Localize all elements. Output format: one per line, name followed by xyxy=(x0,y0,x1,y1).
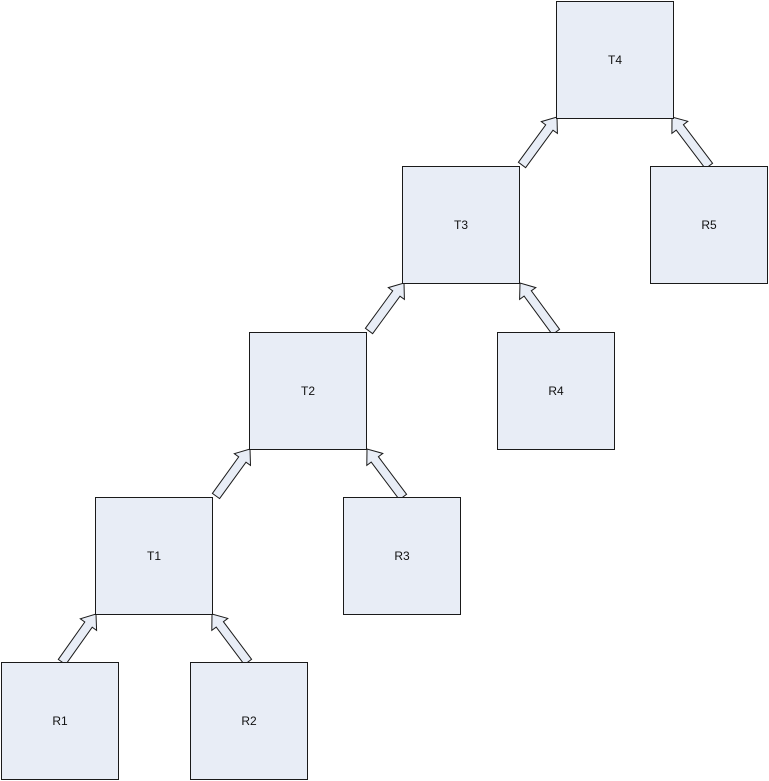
node-label-t3: T3 xyxy=(454,218,468,232)
arrow-r1-to-t1 xyxy=(57,613,98,666)
node-t4: T4 xyxy=(556,1,674,119)
node-t3: T3 xyxy=(402,166,520,284)
node-box-t4 xyxy=(556,1,674,119)
arrow-r5-to-t4 xyxy=(671,116,714,170)
node-box-r5 xyxy=(650,166,768,284)
node-box-t1 xyxy=(95,497,213,615)
node-label-r4: R4 xyxy=(548,384,564,398)
node-r4: R4 xyxy=(497,332,615,450)
node-box-r2 xyxy=(190,662,308,780)
node-box-t2 xyxy=(249,332,367,450)
node-box-r1 xyxy=(1,662,119,780)
arrow-t2-to-t3 xyxy=(364,282,405,335)
node-t2: T2 xyxy=(249,332,367,450)
edges-layer xyxy=(57,116,714,666)
arrow-r4-to-t3 xyxy=(519,282,561,336)
node-label-r5: R5 xyxy=(701,218,717,232)
node-box-r4 xyxy=(497,332,615,450)
arrow-r2-to-t1 xyxy=(211,613,253,666)
node-r1: R1 xyxy=(1,662,119,780)
node-label-r1: R1 xyxy=(52,714,68,728)
node-label-r3: R3 xyxy=(394,549,410,563)
arrow-t3-to-t4 xyxy=(517,116,558,169)
node-label-t2: T2 xyxy=(301,384,315,398)
node-label-t1: T1 xyxy=(147,549,161,563)
node-r2: R2 xyxy=(190,662,308,780)
node-label-t4: T4 xyxy=(608,53,622,67)
arrow-t1-to-t2 xyxy=(211,448,252,500)
node-t1: T1 xyxy=(95,497,213,615)
node-box-r3 xyxy=(343,497,461,615)
node-r3: R3 xyxy=(343,497,461,615)
node-label-r2: R2 xyxy=(241,714,257,728)
arrow-r3-to-t2 xyxy=(366,448,408,501)
node-r5: R5 xyxy=(650,166,768,284)
node-box-t3 xyxy=(402,166,520,284)
